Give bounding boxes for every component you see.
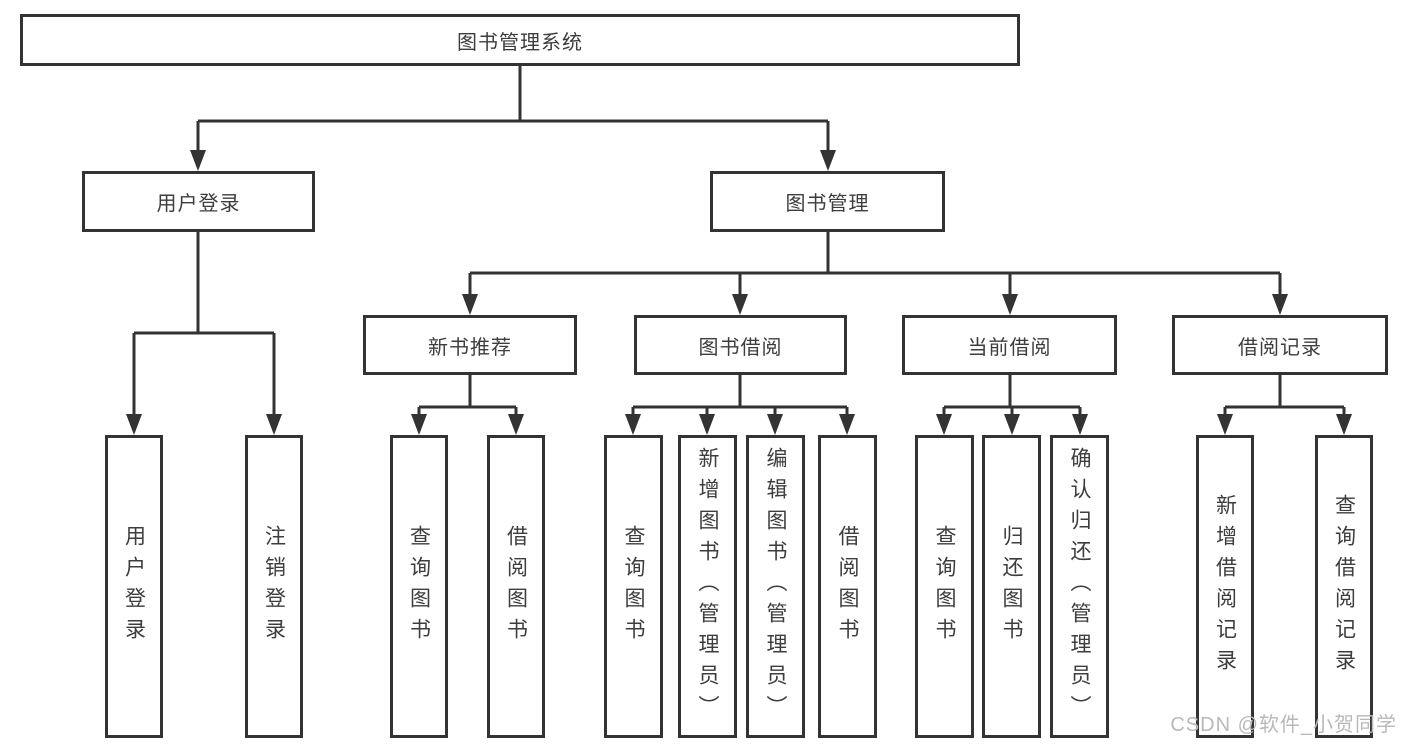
leaf-return-book: 归还图书 <box>982 435 1041 738</box>
node-book-borrow-label: 图书借阅 <box>698 336 783 359</box>
leaf-query-book-under-book-borrow: 查询图书 <box>604 435 663 738</box>
leaf-logout-label: 注销登录 <box>262 524 286 649</box>
node-borrow-record: 借阅记录 <box>1172 315 1388 375</box>
node-book-management-label: 图书管理 <box>785 193 870 215</box>
node-root-label: 图书管理系统 <box>457 31 583 54</box>
leaf-add-borrow-record-label: 新增借阅记录 <box>1213 493 1237 680</box>
node-user-login: 用户登录 <box>82 171 315 232</box>
node-root-system: 图书管理系统 <box>20 14 1020 66</box>
node-current-borrow: 当前借阅 <box>902 315 1117 375</box>
node-current-borrow-label: 当前借阅 <box>967 336 1052 359</box>
leaf-borrow-book-under-new-book: 借阅图书 <box>487 435 545 738</box>
leaf-return-book-label: 归还图书 <box>1000 524 1023 649</box>
leaf-borrow-book-label: 借阅图书 <box>504 524 528 649</box>
node-new-book-recommend-label: 新书推荐 <box>428 336 512 359</box>
leaf-query-book-under-new-book: 查询图书 <box>390 435 448 738</box>
node-user-login-label: 用户登录 <box>156 193 241 215</box>
arrowhead-icons <box>126 150 1352 435</box>
leaf-query-book-label: 查询图书 <box>622 524 645 649</box>
leaf-query-borrow-record-label: 查询借阅记录 <box>1332 493 1356 680</box>
leaf-query-book-under-current-borrow: 查询图书 <box>915 435 974 738</box>
leaf-user-login-label: 用户登录 <box>122 524 146 649</box>
leaf-query-borrow-record: 查询借阅记录 <box>1315 435 1373 738</box>
node-new-book-recommend: 新书推荐 <box>363 315 577 375</box>
node-book-management: 图书管理 <box>710 171 945 232</box>
leaf-confirm-return-admin-label: 确认归还（管理员） <box>1068 447 1091 726</box>
csdn-watermark: CSDN @软件_小贺同学 <box>1170 714 1397 736</box>
leaf-add-book-admin-label: 新增图书（管理员） <box>696 447 719 726</box>
leaf-borrow-book-under-book-borrow: 借阅图书 <box>818 435 877 738</box>
leaf-user-login: 用户登录 <box>105 435 163 738</box>
leaf-confirm-return-admin: 确认归还（管理员） <box>1050 435 1109 738</box>
leaf-query-book-label: 查询图书 <box>407 524 431 649</box>
leaf-query-book-label: 查询图书 <box>933 524 956 649</box>
node-book-borrow: 图书借阅 <box>634 315 847 375</box>
leaf-add-borrow-record: 新增借阅记录 <box>1196 435 1254 738</box>
leaf-borrow-book-label: 借阅图书 <box>836 524 859 649</box>
leaf-logout: 注销登录 <box>245 435 303 738</box>
node-borrow-record-label: 借阅记录 <box>1238 336 1322 359</box>
leaf-edit-book-admin: 编辑图书（管理员） <box>746 435 805 738</box>
leaf-add-book-admin: 新增图书（管理员） <box>678 435 737 738</box>
leaf-edit-book-admin-label: 编辑图书（管理员） <box>764 447 787 726</box>
